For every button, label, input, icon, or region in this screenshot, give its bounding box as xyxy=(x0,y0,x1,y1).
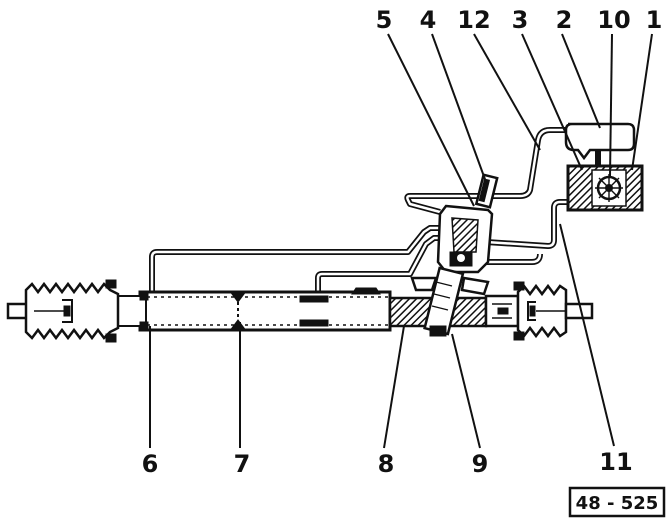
leader-3 xyxy=(521,33,583,171)
figure-reference: 48 - 525 xyxy=(568,486,666,518)
pipe-right-cylinder-bore xyxy=(316,236,460,298)
hydraulic-lines xyxy=(149,127,601,298)
pump-rotor xyxy=(595,174,623,202)
valve-assembly xyxy=(410,173,499,337)
left-boot-clamp-bottom xyxy=(105,333,117,343)
pipe-return-bore xyxy=(485,200,572,248)
cylinder-seal-upper xyxy=(299,295,329,303)
pipe-return xyxy=(485,199,572,249)
leader-11 xyxy=(559,223,615,447)
callout-2: 2 xyxy=(556,6,573,34)
left-seal-upper xyxy=(139,291,149,301)
left-boot-clamp-top xyxy=(105,279,117,289)
callout-12: 12 xyxy=(457,6,490,34)
leader-8 xyxy=(383,325,405,449)
figure-reference-text: 48 - 525 xyxy=(576,493,659,514)
pipe-lower-right-bore xyxy=(476,253,542,264)
callout-11: 11 xyxy=(599,448,632,476)
leader-4 xyxy=(431,33,487,183)
callout-10: 10 xyxy=(597,6,630,34)
callout-6: 6 xyxy=(142,450,159,478)
callout-7: 7 xyxy=(234,450,251,478)
pipe-pressure-bore xyxy=(406,128,566,214)
pump-assembly xyxy=(564,122,644,212)
leader-12 xyxy=(473,33,541,151)
cylinder-seal-lower xyxy=(299,319,329,327)
pipe-left-cylinder-bore xyxy=(150,226,462,292)
reservoir xyxy=(564,122,636,161)
callout-3: 3 xyxy=(512,6,529,34)
housing-flange xyxy=(351,287,381,295)
leader-2 xyxy=(561,33,601,129)
leader-1 xyxy=(631,33,653,171)
pinion-flange-left xyxy=(410,276,438,292)
leader-5 xyxy=(387,33,475,207)
callout-9: 9 xyxy=(472,450,489,478)
right-boot-assembly xyxy=(513,281,594,341)
pinion-flange-right xyxy=(460,276,490,296)
right-boot-clamp-top xyxy=(513,281,525,291)
left-boot-assembly xyxy=(6,279,120,343)
callout-1: 1 xyxy=(646,6,663,34)
pinion-bearing xyxy=(429,325,447,337)
callout-labels: 5 4 12 3 2 10 1 6 7 8 9 11 xyxy=(142,6,663,478)
leader-10 xyxy=(609,33,613,177)
leader-9 xyxy=(451,333,481,449)
left-seal-lower xyxy=(139,321,149,331)
valve-sleeve xyxy=(451,217,479,253)
callout-4: 4 xyxy=(420,6,437,34)
callout-5: 5 xyxy=(376,6,393,34)
figure-reference-box xyxy=(568,486,666,518)
right-boot-clamp-bottom xyxy=(513,331,525,341)
leader-lines xyxy=(149,33,653,449)
callout-8: 8 xyxy=(378,450,395,478)
valve-port xyxy=(457,254,465,262)
